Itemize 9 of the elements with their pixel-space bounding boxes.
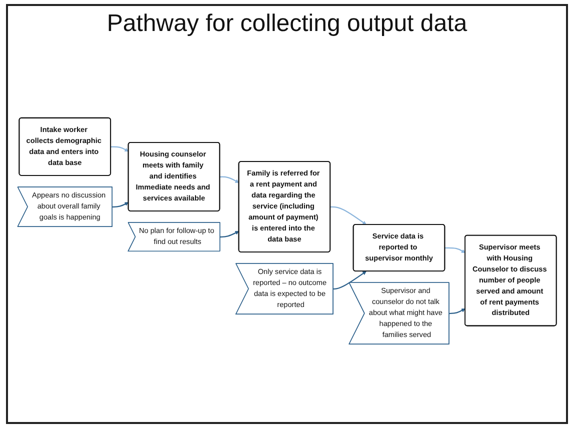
arrow <box>220 231 240 238</box>
arrow <box>220 176 240 183</box>
arrow <box>444 247 466 254</box>
arrow <box>112 202 129 208</box>
arrow <box>333 271 366 290</box>
arrow <box>330 206 366 225</box>
diagram-title: Pathway for collecting output data <box>106 10 468 38</box>
arrow <box>110 146 129 152</box>
arrow <box>449 308 466 314</box>
